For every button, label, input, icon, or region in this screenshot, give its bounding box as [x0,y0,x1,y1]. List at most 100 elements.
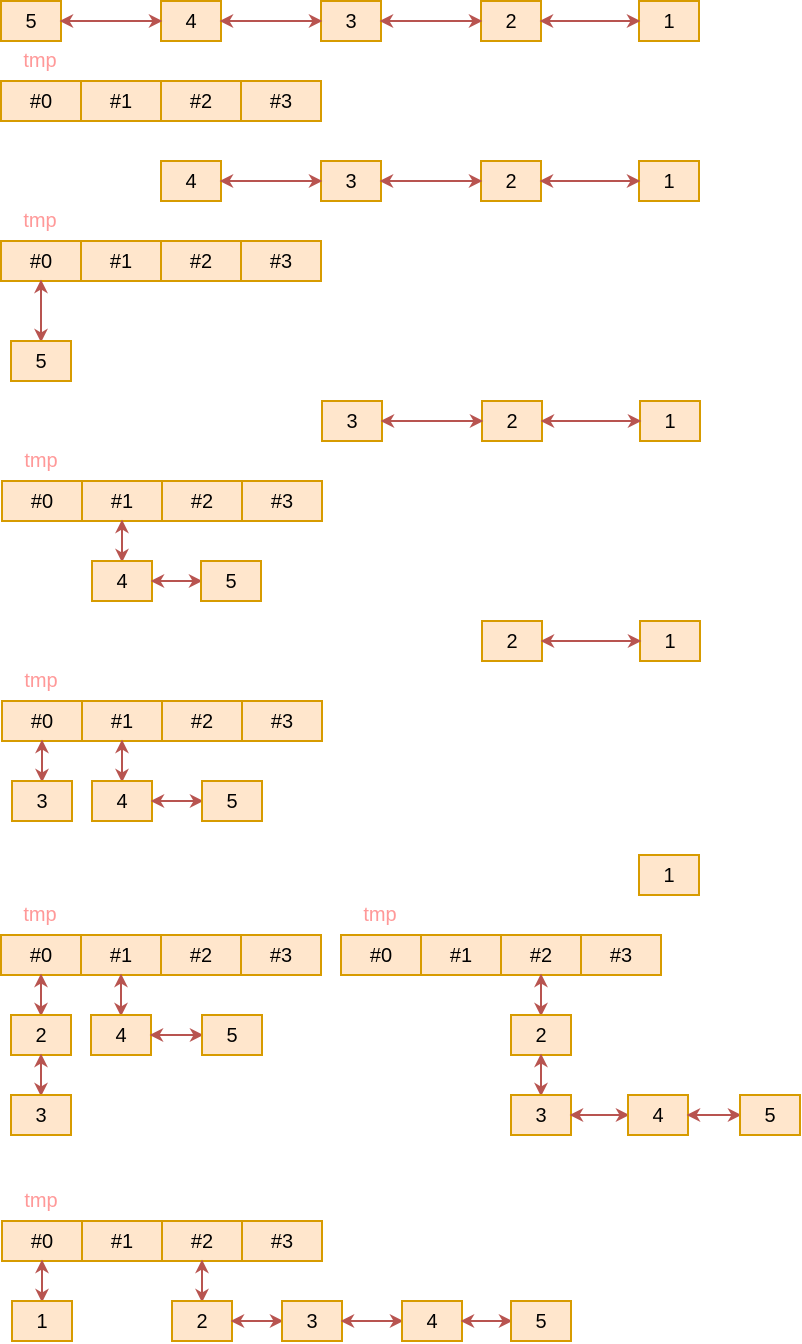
svg-text:1: 1 [36,1311,47,1333]
svg-text:#3: #3 [271,1231,293,1253]
bucket-node: 5 [200,560,262,602]
svg-text:#3: #3 [270,251,292,273]
svg-text:#3: #3 [270,945,292,967]
bucket-node: 4 [91,560,153,602]
bucket-node: 2 [510,1014,572,1056]
bucket-node: 1 [11,1300,73,1342]
svg-text:#3: #3 [271,711,293,733]
tmp-slot: #0 [1,480,83,522]
svg-text:#0: #0 [30,945,52,967]
bucket-node: 3 [10,1094,72,1136]
svg-text:2: 2 [506,631,517,653]
step-4: 2 1 tmp #0 #1 #2 #3 3 4 5 [1,620,701,822]
svg-text:3: 3 [306,1311,317,1333]
list-node: 2 [481,400,543,442]
svg-text:4: 4 [652,1105,663,1127]
svg-text:4: 4 [116,791,127,813]
tmp-slot: #3 [241,700,323,742]
list-node: 2 [480,0,542,42]
list-node: 3 [320,160,382,202]
svg-text:#0: #0 [31,1231,53,1253]
bucket-node: 5 [201,780,263,822]
svg-text:#1: #1 [110,251,132,273]
bucket-node: 3 [510,1094,572,1136]
svg-text:3: 3 [345,11,356,33]
step-6: tmp #0 #1 #2 #3 1 2 3 4 5 [1,1190,572,1342]
svg-text:#2: #2 [190,251,212,273]
svg-text:#0: #0 [30,251,52,273]
svg-text:1: 1 [664,411,675,433]
bucket-node: 4 [91,780,153,822]
tmp-slot: #3 [240,934,322,976]
svg-text:#0: #0 [370,945,392,967]
svg-text:5: 5 [25,11,36,33]
list-node: 2 [480,160,542,202]
bucket-node: 3 [281,1300,343,1342]
svg-text:#3: #3 [271,491,293,513]
list-node: 3 [320,0,382,42]
step-2: 4 3 2 1 tmp #0 #1 #2 #3 5 [0,160,700,382]
tmp-slot: #0 [0,240,82,282]
svg-text:1: 1 [663,865,674,887]
list-node: 2 [481,620,543,662]
bucket-node: 5 [10,340,72,382]
svg-text:2: 2 [35,1025,46,1047]
svg-text:#1: #1 [110,91,132,113]
svg-text:3: 3 [36,791,47,813]
list-node: 1 [638,854,700,896]
svg-text:4: 4 [185,171,196,193]
tmp-slot: #1 [81,480,163,522]
tmp-slot: #2 [161,700,243,742]
bucket-node: 2 [10,1014,72,1056]
svg-text:5: 5 [225,571,236,593]
tmp-slot: #2 [161,480,243,522]
svg-text:#2: #2 [530,945,552,967]
list-node: 1 [639,400,701,442]
svg-text:#2: #2 [190,945,212,967]
svg-text:#1: #1 [111,491,133,513]
tmp-slot: #2 [161,1220,243,1262]
tmp-label: tmp [24,1190,57,1212]
svg-text:3: 3 [346,411,357,433]
svg-text:#2: #2 [190,91,212,113]
svg-text:5: 5 [35,351,46,373]
svg-text:4: 4 [115,1025,126,1047]
tmp-slot: #1 [80,80,162,122]
tmp-label: tmp [363,904,396,926]
bucket-node: 3 [11,780,73,822]
svg-text:2: 2 [196,1311,207,1333]
bucket-node: 4 [90,1014,152,1056]
bucket-node: 5 [201,1014,263,1056]
svg-text:5: 5 [535,1311,546,1333]
bucket-node: 2 [171,1300,233,1342]
bucket-node: 4 [627,1094,689,1136]
tmp-label: tmp [24,450,57,472]
tmp-slot: #0 [0,80,82,122]
tmp-label: tmp [24,670,57,692]
list-node: 1 [638,160,700,202]
bucket-node: 5 [739,1094,801,1136]
tmp-slot: #2 [160,80,242,122]
tmp-slot: #2 [160,240,242,282]
tmp-slot: #3 [241,1220,323,1262]
svg-text:1: 1 [664,631,675,653]
tmp-slot: #3 [580,934,662,976]
list-node: 3 [321,400,383,442]
svg-text:3: 3 [35,1105,46,1127]
svg-text:2: 2 [506,411,517,433]
tmp-slot: #1 [80,934,162,976]
tmp-slot: #1 [80,240,162,282]
step-5: 1 tmp #0 #1 #2 #3 2 3 4 5 tmp #0 #1 #2 #… [0,854,801,1136]
tmp-slot: #2 [160,934,242,976]
svg-text:#1: #1 [110,945,132,967]
step-3: 3 2 1 tmp #0 #1 #2 #3 4 5 [1,400,701,602]
svg-text:#0: #0 [31,491,53,513]
svg-text:2: 2 [505,11,516,33]
svg-text:3: 3 [535,1105,546,1127]
tmp-slot: #1 [81,700,163,742]
svg-text:1: 1 [663,11,674,33]
list-node: 4 [160,0,222,42]
svg-text:5: 5 [764,1105,775,1127]
tmp-slot: #1 [81,1220,163,1262]
svg-text:5: 5 [226,1025,237,1047]
